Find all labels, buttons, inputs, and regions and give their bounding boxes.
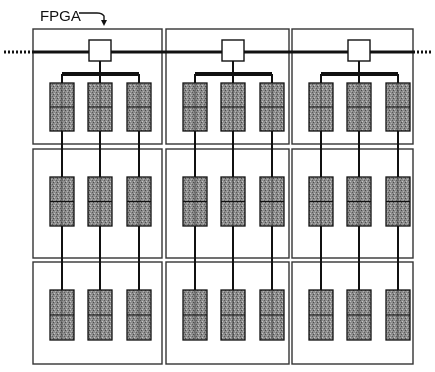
- memory-chip: [87, 289, 113, 341]
- memory-chip: [182, 176, 208, 227]
- board-panel: [32, 28, 163, 145]
- fpga-nodes: [88, 39, 371, 62]
- memory-chip: [126, 82, 152, 132]
- branch-buses: [61, 60, 399, 83]
- memory-chip: [126, 289, 152, 341]
- memory-chip: [220, 176, 246, 227]
- board-panel: [165, 261, 290, 365]
- memory-chip: [182, 82, 208, 132]
- board-panel: [32, 148, 163, 259]
- memory-chip: [220, 289, 246, 341]
- board-panel: [291, 261, 414, 365]
- memory-chip: [126, 176, 152, 227]
- board-panel: [291, 148, 414, 259]
- memory-chip: [385, 289, 411, 341]
- memory-chip: [182, 289, 208, 341]
- memory-chip: [259, 289, 285, 341]
- memory-chip: [346, 289, 372, 341]
- fpga-node: [347, 39, 371, 62]
- board-panel: [165, 148, 290, 259]
- memory-chip: [346, 176, 372, 227]
- memory-chip: [308, 289, 334, 341]
- memory-chip: [87, 82, 113, 132]
- memory-chip: [49, 176, 75, 227]
- memory-chip: [49, 289, 75, 341]
- memory-chip: [259, 82, 285, 132]
- memory-chip: [346, 82, 372, 132]
- board-panel: [32, 261, 163, 365]
- memory-chip: [308, 82, 334, 132]
- memory-chip: [385, 176, 411, 227]
- memory-chip: [308, 176, 334, 227]
- memory-chips: [49, 82, 411, 341]
- label-pointer-icon: [79, 12, 107, 26]
- memory-chip: [87, 176, 113, 227]
- memory-chip: [220, 82, 246, 132]
- fpga-label: FPGA: [40, 8, 81, 25]
- memory-chip: [385, 82, 411, 132]
- fpga-node: [221, 39, 245, 62]
- memory-chip: [49, 82, 75, 132]
- fpga-node: [88, 39, 112, 62]
- board-panel: [291, 28, 414, 145]
- board-panel: [165, 28, 290, 145]
- panels: [32, 28, 414, 365]
- memory-chip: [259, 176, 285, 227]
